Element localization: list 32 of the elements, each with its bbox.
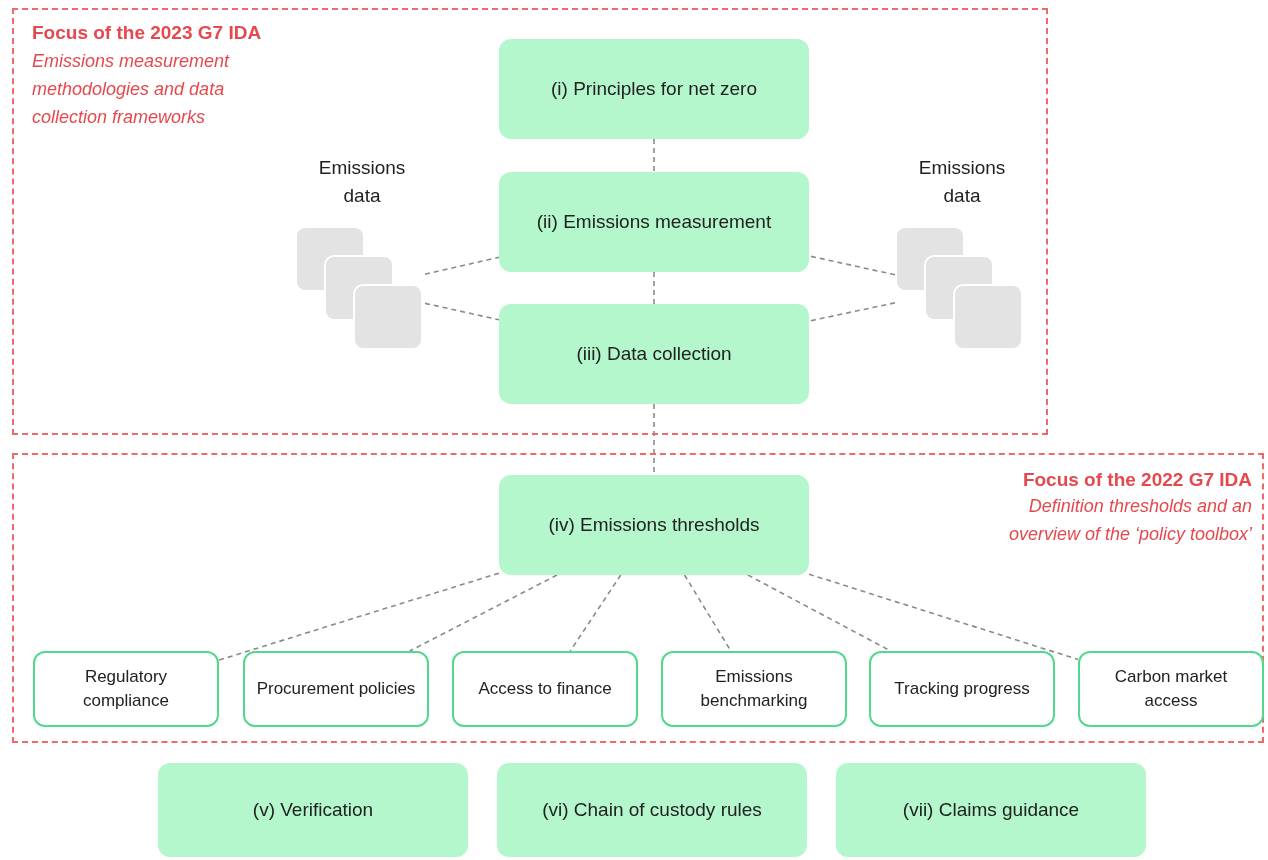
dashed-connector [218, 572, 500, 661]
dashed-region [12, 453, 1264, 743]
dashed-connector [808, 573, 1079, 661]
dashed-connector [808, 302, 896, 322]
dashed-connector [408, 574, 558, 652]
process-box: (iii) Data collection [499, 304, 809, 404]
region-heading: Focus of the 2022 G7 IDA [1022, 469, 1252, 491]
region-description: Emissions measurement methodologies and data collection frameworks [32, 50, 231, 129]
dashed-region [12, 8, 1048, 435]
node-label: Emissions data [317, 156, 407, 208]
dashed-connector [808, 255, 896, 276]
node-label: Emissions data [917, 156, 1007, 208]
region-description: Definition thresholds and an overview of the ‘policy toolbox’ [1007, 495, 1252, 546]
region-heading: Focus of the 2023 G7 IDA [32, 22, 262, 44]
dashed-connector [424, 256, 500, 275]
outlined-box: Access to finance [452, 651, 638, 727]
outlined-box: Procurement policies [243, 651, 429, 727]
dashed-connector [653, 271, 655, 305]
outlined-box: Tracking progress [869, 651, 1055, 727]
process-box: (v) Verification [158, 763, 468, 857]
outlined-box: Carbon market access [1078, 651, 1264, 727]
outlined-box: Regulatory compliance [33, 651, 219, 727]
process-box: (i) Principles for net zero [499, 39, 809, 139]
dashed-connector [683, 574, 732, 652]
process-box: (vi) Chain of custody rules [497, 763, 807, 857]
process-box: (iv) Emissions thresholds [499, 475, 809, 575]
dashed-connector [569, 574, 622, 652]
dashed-connector [653, 138, 655, 173]
process-box: (vii) Claims guidance [836, 763, 1146, 857]
process-box: (ii) Emissions measurement [499, 172, 809, 272]
dashed-connector [424, 302, 500, 321]
outlined-box: Emissions benchmarking [661, 651, 847, 727]
